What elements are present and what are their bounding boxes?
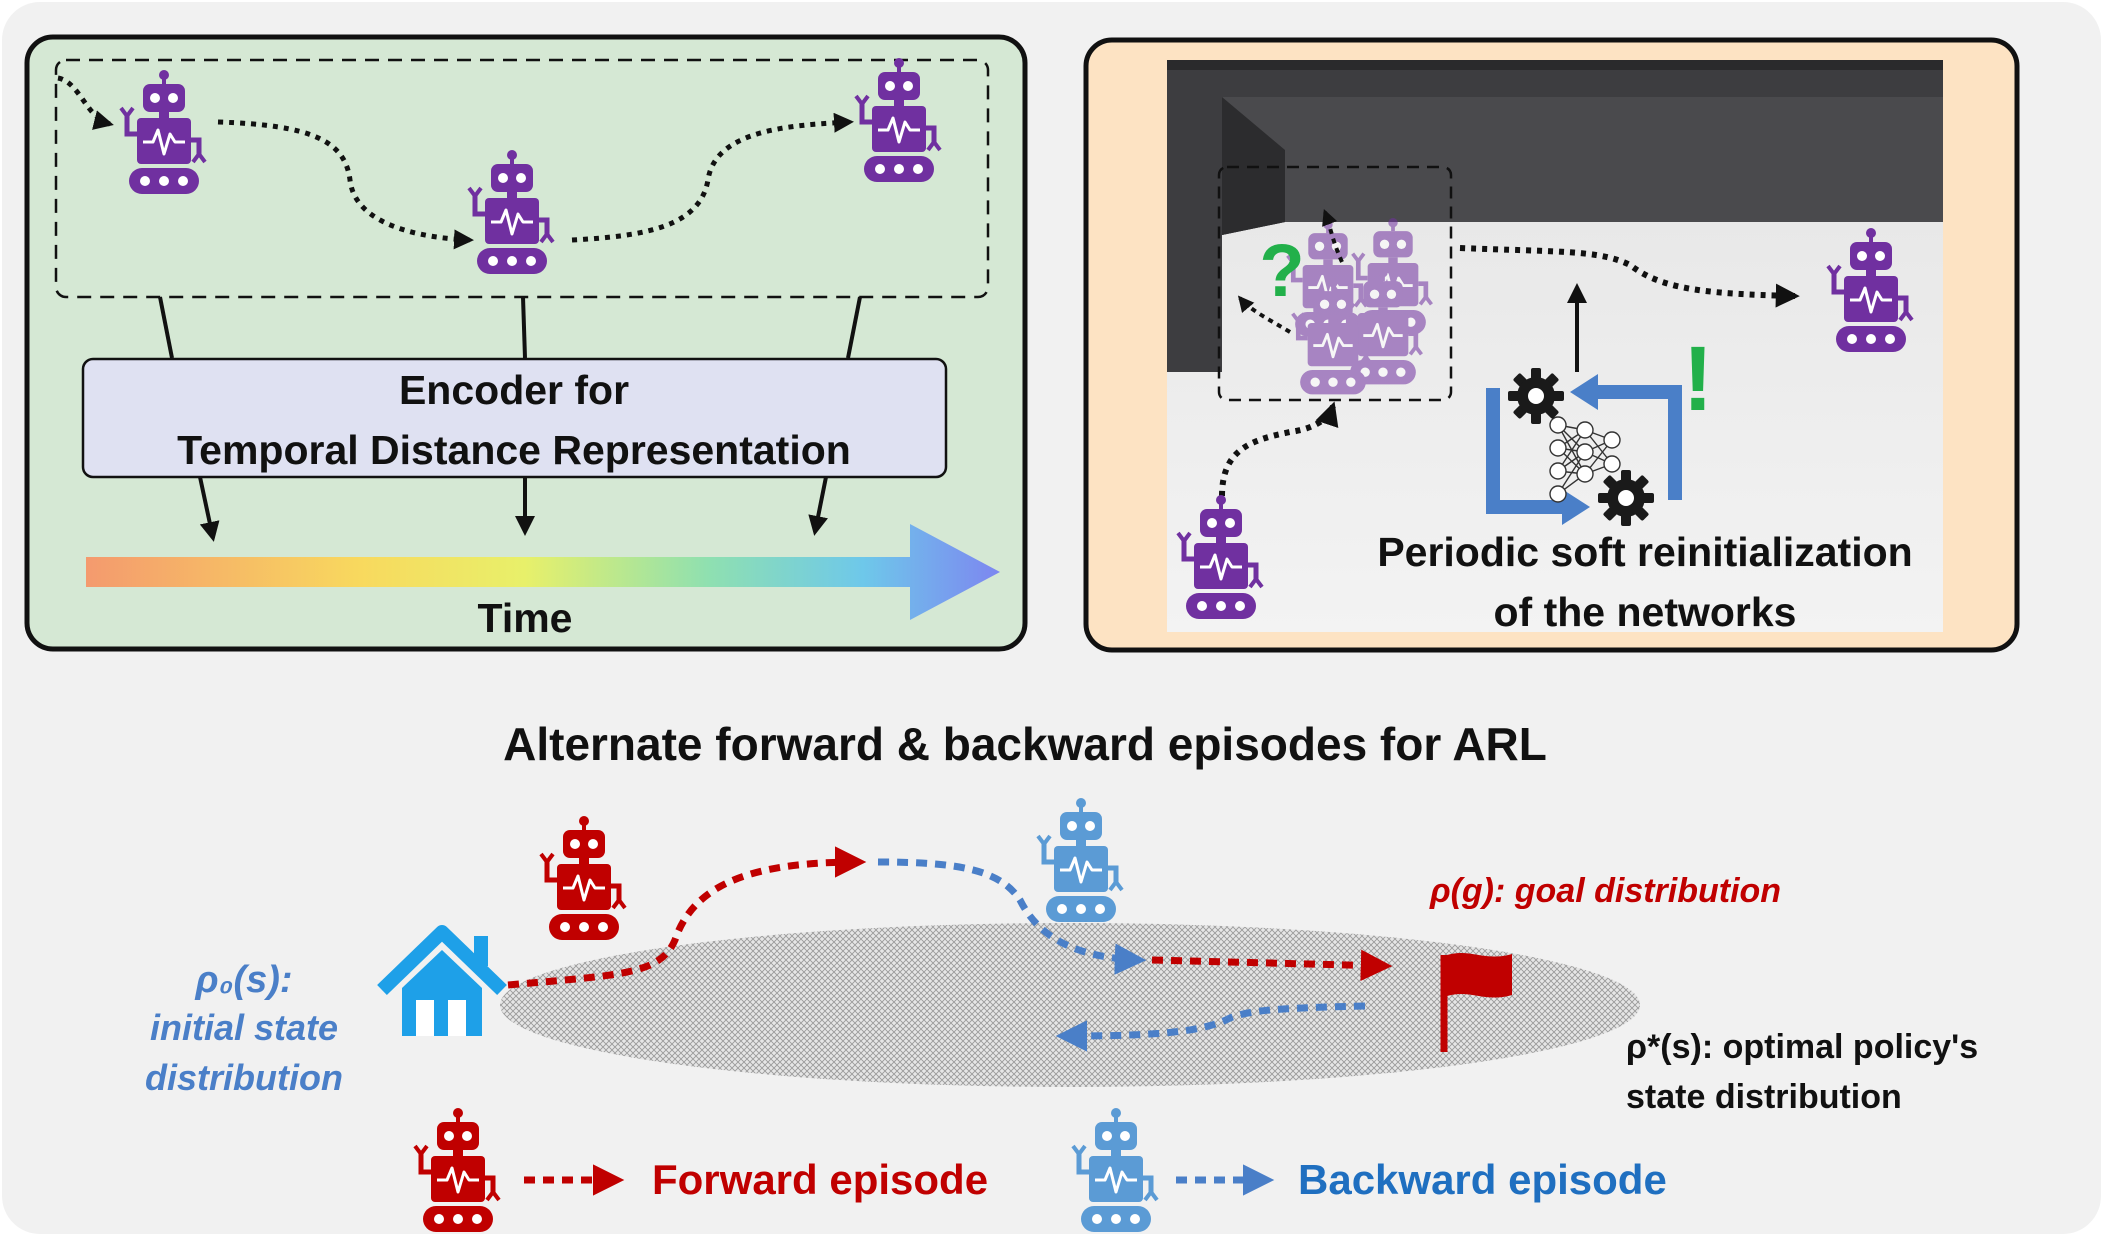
initial-distribution-line2: distribution: [145, 1057, 343, 1098]
optimal-state-region: [500, 923, 1640, 1087]
encoder-input-line: [846, 296, 862, 359]
house-icon: [377, 925, 507, 1036]
encoder-input-line: [521, 296, 527, 359]
gear-icon: [1508, 368, 1564, 424]
section-title: Alternate forward & backward episodes fo…: [503, 718, 1547, 770]
temporal-distance-panel: Encoder for Temporal Distance Representa…: [24, 34, 1028, 652]
encoder-title-line2: Temporal Distance Representation: [177, 427, 851, 473]
arl-episodes-section: Alternate forward & backward episodes fo…: [145, 718, 1978, 1232]
exclamation-mark: !: [1683, 328, 1714, 430]
explore-arrow: [1322, 209, 1344, 263]
backward-arrow-1: [877, 858, 1147, 975]
gear-icon: [1598, 470, 1654, 526]
reinit-caption-line2: of the networks: [1494, 589, 1797, 635]
escape-arrow: [1459, 245, 1800, 308]
legend-forward-label: Forward episode: [652, 1156, 988, 1203]
flag-icon: [1440, 952, 1512, 1052]
initial-distribution-line1: initial state: [150, 1007, 338, 1048]
neural-net-icon: [1549, 416, 1621, 503]
reinitialization-panel: ? !: [1083, 37, 2020, 653]
goal-distribution-label: ρ(g): goal distribution: [1429, 872, 1781, 910]
time-label: Time: [478, 595, 573, 641]
encoder-box: [81, 357, 948, 479]
trajectory-arrow-2: [571, 112, 854, 243]
backward-arrow-2: [1055, 1002, 1366, 1052]
trajectory-arrow-1: [217, 119, 474, 250]
encoder-output-arrow: [198, 476, 220, 542]
explore-arrow: [1237, 295, 1292, 334]
optimal-distribution-line2: state distribution: [1626, 1078, 1902, 1116]
initial-distribution-symbol: ρ₀(s):: [194, 959, 292, 1001]
local-region-box: [1217, 165, 1453, 402]
reset-loop-icon: [1486, 374, 1682, 525]
optimal-distribution-line1: ρ*(s): optimal policy's: [1626, 1028, 1978, 1066]
legend: Forward episode Backward episode: [415, 1108, 1667, 1232]
approach-arrow: [1219, 401, 1339, 497]
encoder-title-line1: Encoder for: [399, 367, 629, 413]
reinit-caption-line1: Periodic soft reinitialization: [1377, 529, 1912, 575]
legend-backward-label: Backward episode: [1298, 1156, 1667, 1203]
forward-arrow-2: [1151, 949, 1393, 982]
question-mark: ?: [1259, 229, 1304, 312]
encoder-input-line: [158, 296, 174, 359]
trajectory-arrow-entry: [57, 75, 114, 130]
trajectory-box: [54, 58, 990, 299]
time-arrow: [86, 524, 1000, 620]
encoder-output-arrow: [808, 476, 828, 536]
forward-arrow-1: [507, 846, 867, 989]
